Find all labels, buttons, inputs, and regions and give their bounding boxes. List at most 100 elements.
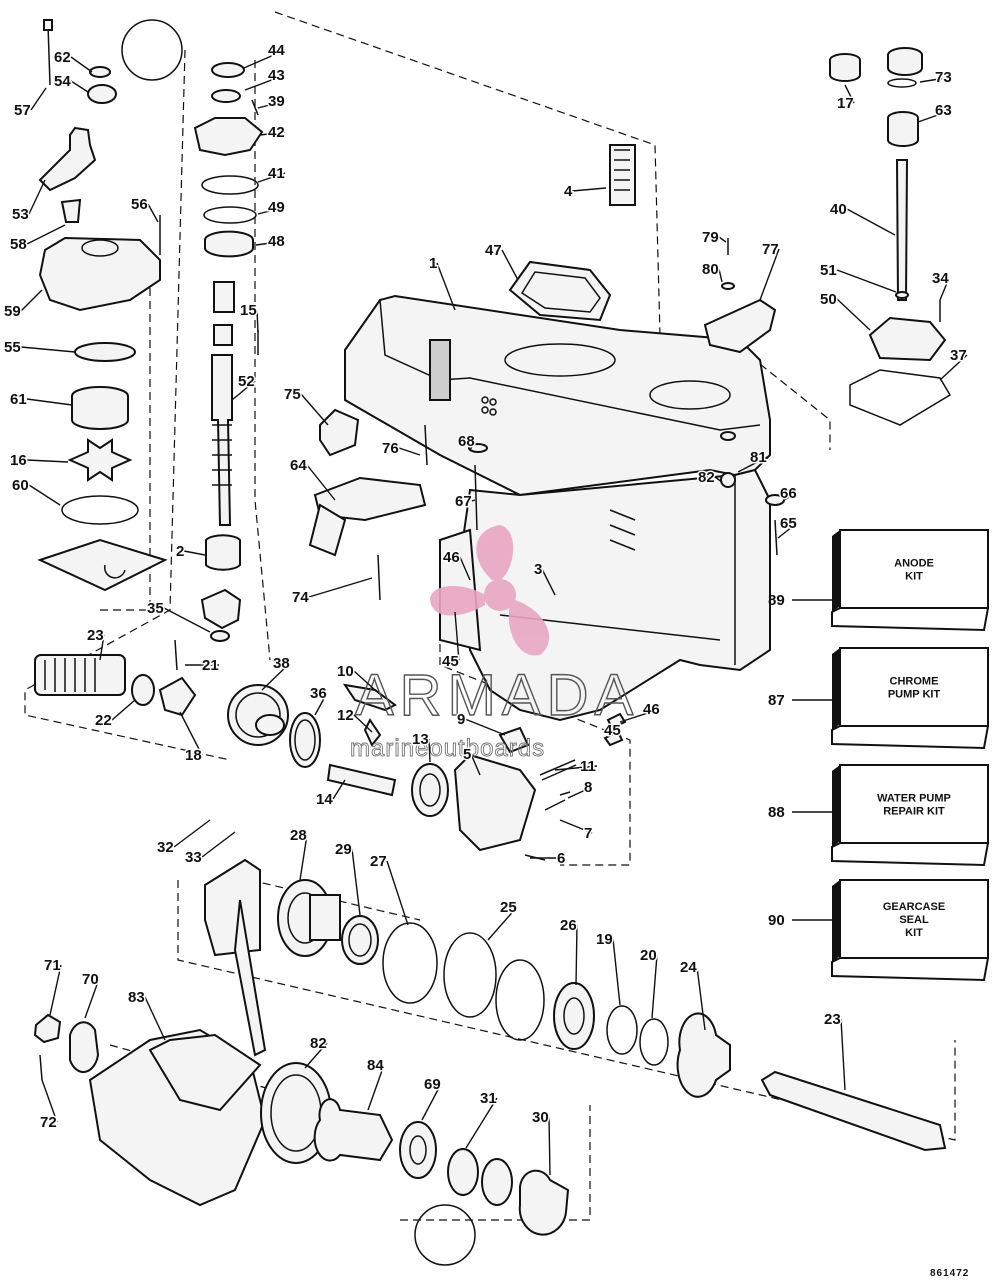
kit-label-line: KIT: [905, 927, 923, 939]
callout-leader-line: [939, 354, 968, 381]
callout-number: 6: [557, 850, 565, 867]
callout-leader-line: [299, 834, 308, 881]
callout-number: 82: [698, 469, 715, 486]
callout-leader-line: [612, 938, 621, 1006]
callout-number: 47: [485, 242, 502, 259]
callout-number: 51: [820, 262, 837, 279]
kit-label-line: SEAL: [899, 914, 929, 926]
callout-number: 43: [268, 67, 285, 84]
callout-leader-line: [783, 492, 798, 501]
callout-number: 24: [680, 959, 697, 976]
callout-leader-line: [464, 718, 506, 736]
callout-leader-line: [917, 109, 953, 123]
callout-number: 39: [268, 93, 285, 110]
callout-number: 46: [443, 549, 460, 566]
callout-leader-line: [559, 819, 593, 834]
callout-leader-line: [259, 131, 286, 136]
callout-number: 1: [429, 255, 437, 272]
callout-leader-line: [183, 550, 206, 556]
callout-leader-line: [840, 1018, 846, 1091]
kit-label-line: REPAIR KIT: [883, 806, 945, 818]
kit-label-line: GEARCASE: [883, 901, 945, 913]
callout-leader-line: [179, 711, 203, 756]
callout-number: 34: [932, 270, 949, 287]
callout-number: 15: [240, 302, 257, 319]
callout-leader-line: [308, 577, 373, 598]
callout-number: 72: [40, 1114, 57, 1131]
callout-number: 26: [560, 917, 577, 934]
driveshaft-stack: [193, 62, 264, 642]
callout-number: 27: [370, 853, 387, 870]
callout-number: 45: [442, 653, 459, 670]
callout-leader-line: [436, 262, 456, 311]
callout-number: 42: [268, 124, 285, 141]
callout-number: 46: [643, 701, 660, 718]
watermark-tagline: marineoutboards: [350, 735, 545, 762]
callout-leader-line: [836, 298, 871, 331]
callout-number: 55: [4, 339, 21, 356]
callout-number: 80: [702, 261, 719, 278]
callout-leader-line: [718, 268, 723, 283]
callout-number: 45: [604, 722, 621, 739]
lower-unit-parts: [33, 19, 947, 1266]
callout-number: 73: [935, 69, 952, 86]
callout-leader-line: [256, 309, 259, 333]
callout-leader-line: [300, 393, 329, 426]
kit-label-line: CHROME: [890, 676, 939, 688]
kit-label-line: WATER PUMP: [877, 793, 951, 805]
callout-number: 81: [750, 449, 767, 466]
callouts: 1234567891011121314151617181920212223232…: [3, 41, 968, 1176]
callout-leader-line: [567, 786, 593, 799]
callout-leader-line: [173, 819, 211, 848]
callout-leader-line: [257, 206, 286, 215]
callout-leader-line: [243, 49, 286, 69]
callout-leader-line: [257, 100, 286, 109]
callout-number: 12: [337, 707, 354, 724]
callout-leader-line: [28, 484, 61, 506]
callout-leader-line: [469, 440, 476, 451]
callout-leader-line: [619, 708, 661, 723]
callout-leader-line: [351, 848, 361, 916]
callout-leader-line: [554, 765, 598, 771]
kit-callout-number: 89: [768, 592, 785, 609]
callout-leader-line: [244, 74, 286, 91]
callout-leader-line: [471, 499, 476, 502]
callout-leader-line: [26, 398, 73, 406]
callout-number: 11: [580, 758, 596, 775]
pinion-and-shift-parts: [34, 639, 627, 861]
kit-label-line: ANODE: [894, 558, 934, 570]
callout-number: 31: [480, 1090, 497, 1107]
callout-number: 68: [458, 433, 475, 450]
callout-leader-line: [30, 87, 47, 111]
callout-leader-line: [70, 80, 89, 93]
callout-number: 48: [268, 233, 285, 250]
kit-callout-number: 88: [768, 804, 785, 821]
callout-number: 5: [463, 746, 471, 763]
callout-leader-line: [144, 996, 166, 1041]
callout-leader-line: [332, 779, 346, 800]
callout-number: 58: [10, 236, 27, 253]
callout-leader-line: [718, 236, 727, 243]
callout-number: 13: [412, 731, 429, 748]
callout-number: 53: [12, 206, 29, 223]
callout-number: 44: [268, 42, 285, 59]
drawing-number: 861472: [930, 1268, 969, 1279]
watermark-brand: ARMADA: [355, 663, 639, 728]
callout-number: 2: [176, 543, 184, 560]
callout-leader-line: [70, 56, 93, 73]
callout-number: 29: [335, 841, 352, 858]
callout-leader-line: [353, 714, 373, 733]
callout-number: 7: [584, 825, 592, 842]
callout-leader-line: [306, 464, 336, 501]
callout-leader-line: [201, 831, 236, 858]
callout-number: 32: [157, 839, 174, 856]
callout-leader-line: [470, 753, 481, 776]
callout-number: 33: [185, 849, 202, 866]
callout-number: 60: [12, 477, 29, 494]
callout-number: 71: [44, 957, 61, 974]
callout-leader-line: [26, 459, 69, 463]
